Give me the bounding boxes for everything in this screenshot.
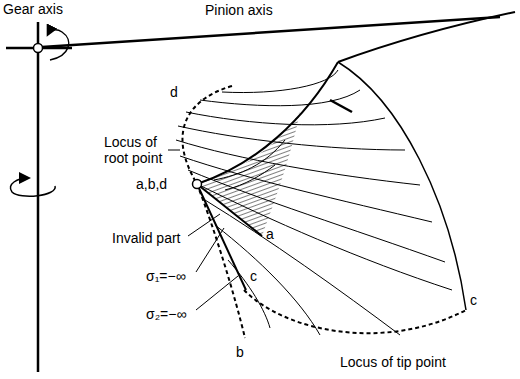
locus-label: Locus of tip point [340,354,446,370]
axis-label: Pinion axis [205,2,273,18]
point-letter: b [236,344,244,360]
curvature-label: σ₁=−∞ [146,268,186,284]
locus-label: Locus of root point [104,134,170,166]
point-letter: c [250,268,257,284]
region-label: Invalid part [112,230,180,246]
point-letter: d [170,84,178,100]
axis-label: Gear axis [3,1,63,17]
point-letter: a,b,d [136,176,167,192]
point-letter: a [266,226,274,242]
point-letter: c [470,292,477,308]
curvature-label: σ₂=−∞ [146,306,186,322]
